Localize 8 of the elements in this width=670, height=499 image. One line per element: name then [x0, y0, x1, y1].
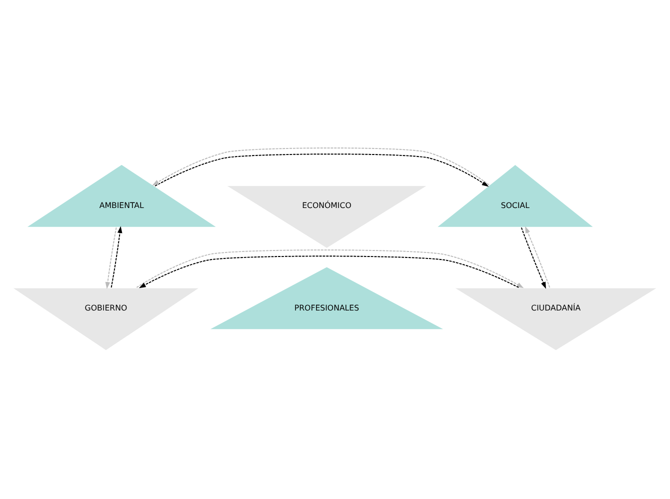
- arrow: [520, 227, 546, 289]
- arrow: [136, 250, 524, 288]
- arrow: [110, 226, 122, 288]
- arrow: [152, 148, 490, 186]
- arrow: [154, 154, 489, 187]
- arrow: [105, 227, 117, 289]
- arrow: [525, 226, 550, 288]
- arrow: [138, 256, 520, 288]
